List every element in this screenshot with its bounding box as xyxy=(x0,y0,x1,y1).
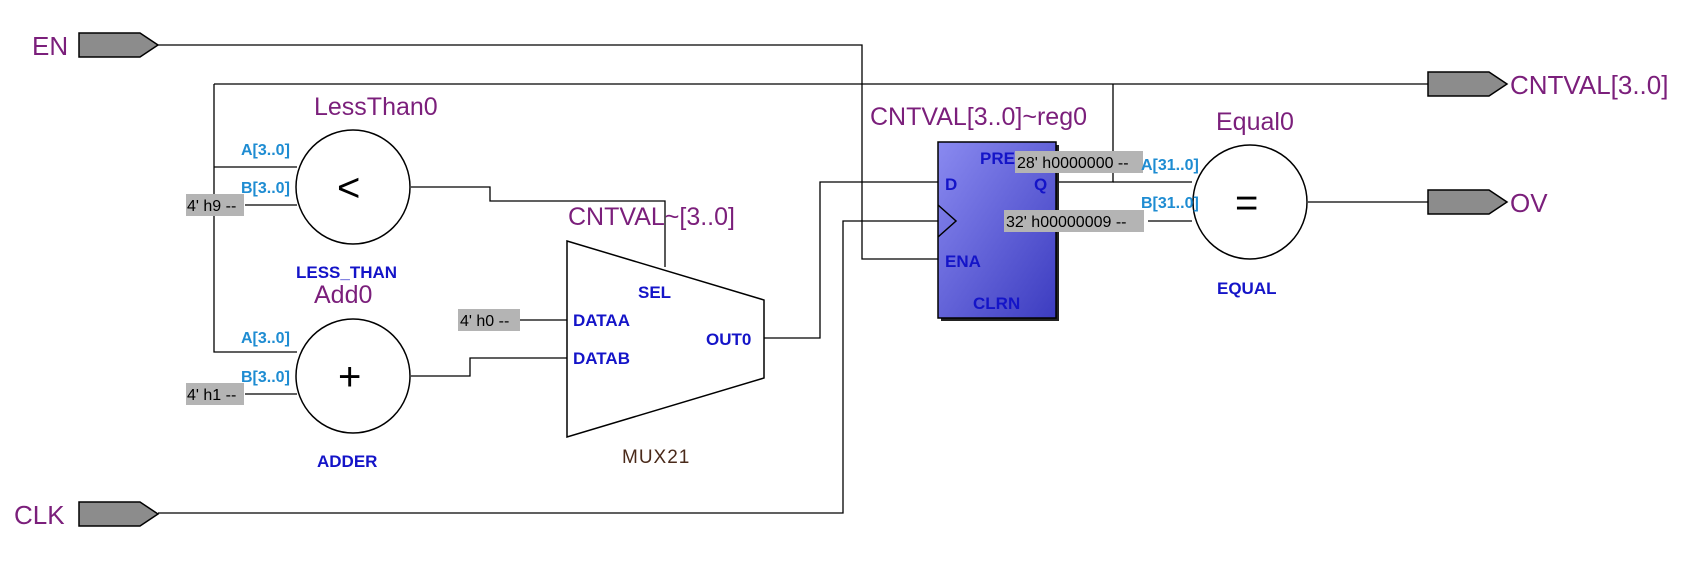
mux-type: MUX21 xyxy=(622,447,690,468)
mux-instance-name: CNTVAL~[3..0] xyxy=(568,203,735,231)
less-than-operator: < xyxy=(337,166,360,210)
equal-port-b: B[31..0] xyxy=(1141,195,1199,212)
pin-ov-label: OV xyxy=(1510,188,1548,218)
less-than-port-b: B[3..0] xyxy=(241,180,290,197)
wire-en-to-ena xyxy=(158,44,938,260)
wire-mux-to-d xyxy=(764,181,938,339)
register-port-clrn: CLRN xyxy=(973,294,1020,313)
equal-type: EQUAL xyxy=(1217,279,1277,298)
wires xyxy=(158,44,1428,514)
wire-add-to-datab xyxy=(411,357,567,377)
equal-operator: = xyxy=(1235,181,1258,225)
adder-const-b: 4' h1 -- xyxy=(187,387,236,404)
equal-const-a-bg xyxy=(1015,151,1143,173)
equal-port-a: A[31..0] xyxy=(1141,157,1199,174)
register-port-d: D xyxy=(945,175,957,194)
adder-port-b: B[3..0] xyxy=(241,369,290,386)
less-than-circle xyxy=(295,129,411,245)
mux-port-out: OUT0 xyxy=(706,330,751,349)
wire-clk-to-reg xyxy=(158,220,938,514)
mux-const-bg xyxy=(458,309,520,331)
register-port-ena: ENA xyxy=(945,252,981,271)
register-port-q: Q xyxy=(1034,175,1047,194)
adder-block[interactable]: Add0 + A[3..0] B[3..0] ADDER 4' h1 -- xyxy=(186,281,411,471)
less-than-type: LESS_THAN xyxy=(296,263,397,282)
register-clock-triangle xyxy=(937,204,958,238)
equal-circle xyxy=(1192,144,1308,260)
wire-feedback-down xyxy=(213,84,297,353)
mux-port-dataa: DATAA xyxy=(573,311,630,330)
mux-port-sel: SEL xyxy=(638,283,671,302)
less-than-port-a: A[3..0] xyxy=(241,142,290,159)
register-block[interactable]: CNTVAL[3..0]~reg0 PRE D Q ENA CLRN xyxy=(870,103,1087,321)
mux-trapezoid xyxy=(566,239,765,439)
less-than-const-bg xyxy=(186,194,244,216)
equal-instance-name: Equal0 xyxy=(1216,108,1294,136)
mux-const-dataa: 4' h0 -- xyxy=(460,313,509,330)
pin-cntval-label: CNTVAL[3..0] xyxy=(1510,70,1668,100)
pin-clk[interactable]: CLK xyxy=(14,500,160,530)
pin-cntval-output[interactable]: CNTVAL[3..0] xyxy=(1427,70,1668,100)
equal-const-b: 32' h00000009 -- xyxy=(1006,214,1126,231)
register-port-pre: PRE xyxy=(980,149,1015,168)
adder-const-bg xyxy=(186,383,244,405)
equal-const-b-bg xyxy=(1004,210,1144,232)
pin-en[interactable]: EN xyxy=(32,31,160,61)
adder-type: ADDER xyxy=(317,452,377,471)
adder-operator: + xyxy=(338,355,361,399)
wire-lt-to-sel xyxy=(411,186,666,267)
mux-port-datab: DATAB xyxy=(573,349,630,368)
pin-clk-label: CLK xyxy=(14,500,65,530)
mux-block[interactable]: CNTVAL~[3..0] SEL DATAA DATAB OUT0 MUX21… xyxy=(458,203,765,468)
pin-en-label: EN xyxy=(32,31,68,61)
less-than-const-b: 4' h9 -- xyxy=(187,198,236,215)
less-than-block[interactable]: LessThan0 < A[3..0] B[3..0] LESS_THAN 4'… xyxy=(186,93,438,282)
pin-ov[interactable]: OV xyxy=(1427,188,1548,218)
adder-port-a: A[3..0] xyxy=(241,330,290,347)
adder-circle xyxy=(295,318,411,434)
adder-instance-name: Add0 xyxy=(314,281,372,309)
equal-const-a: 28' h0000000 -- xyxy=(1017,155,1129,172)
less-than-instance-name: LessThan0 xyxy=(314,93,438,121)
equal-block[interactable]: Equal0 28' h0000000 -- 32' h00000009 -- … xyxy=(1004,108,1308,298)
register-instance-name: CNTVAL[3..0]~reg0 xyxy=(870,103,1087,131)
